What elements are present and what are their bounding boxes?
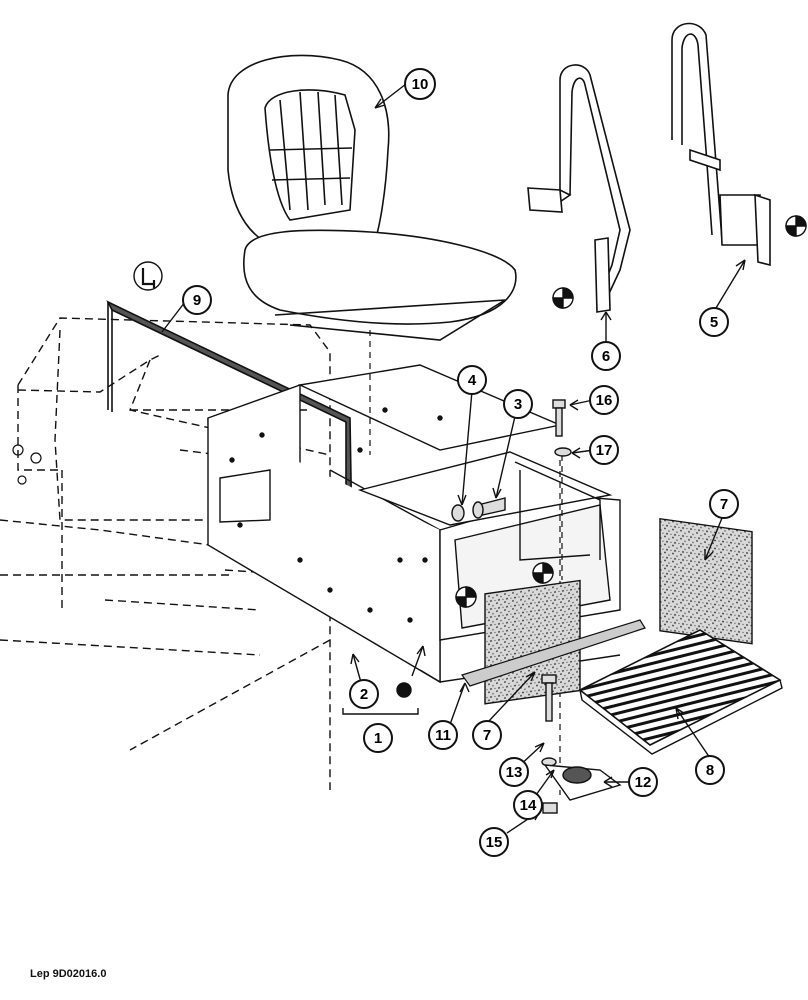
callout-6: 6: [591, 341, 621, 371]
svg-text:7: 7: [483, 727, 491, 744]
foam-pad-front: [484, 579, 581, 705]
callout-7-right: 7: [709, 489, 739, 519]
handrail-left: [527, 64, 631, 313]
svg-text:10: 10: [412, 76, 429, 93]
callout-13: 13: [499, 757, 529, 787]
svg-text:4: 4: [468, 372, 477, 389]
callout-9: 9: [182, 285, 212, 315]
floor-mat: [578, 629, 782, 746]
callout-4: 4: [457, 365, 487, 395]
svg-text:8: 8: [706, 762, 714, 779]
callout-10: 10: [404, 68, 436, 100]
callout-1: 1: [363, 723, 393, 753]
control-knobs: [12, 444, 42, 485]
alignment-symbols: [396, 215, 807, 698]
svg-text:6: 6: [602, 348, 610, 365]
svg-text:11: 11: [435, 727, 451, 744]
svg-text:2: 2: [360, 686, 368, 703]
svg-text:15: 15: [486, 834, 503, 851]
hardware-lower: [541, 674, 622, 814]
wrench-icon: [133, 261, 163, 291]
callout-2: 2: [349, 679, 379, 709]
callout-5: 5: [699, 307, 729, 337]
assembly-bracket: [342, 708, 419, 715]
svg-text:14: 14: [520, 797, 537, 814]
callout-14: 14: [513, 790, 543, 820]
foam-pad-right: [659, 517, 753, 645]
svg-text:17: 17: [596, 442, 613, 459]
callout-12: 12: [628, 767, 658, 797]
callout-11: 11: [428, 720, 458, 750]
svg-text:3: 3: [514, 396, 522, 413]
handrail-right: [671, 22, 771, 267]
seat: [227, 54, 517, 341]
svg-text:12: 12: [635, 774, 652, 791]
callout-3: 3: [503, 389, 533, 419]
leader-arrows: [147, 83, 746, 834]
callout-16: 16: [589, 385, 619, 415]
callout-8: 8: [695, 755, 725, 785]
slide-rail: [461, 619, 646, 687]
callout-17: 17: [589, 435, 619, 465]
drawing-reference: Lep 9D02016.0: [30, 968, 107, 980]
svg-text:16: 16: [596, 392, 613, 409]
callout-7-front: 7: [472, 720, 502, 750]
hardware-upper: [451, 399, 572, 522]
svg-text:1: 1: [374, 730, 382, 747]
svg-text:9: 9: [193, 292, 201, 309]
callout-15: 15: [479, 827, 509, 857]
svg-text:7: 7: [720, 496, 728, 513]
svg-text:13: 13: [506, 764, 523, 781]
svg-text:5: 5: [710, 314, 718, 331]
